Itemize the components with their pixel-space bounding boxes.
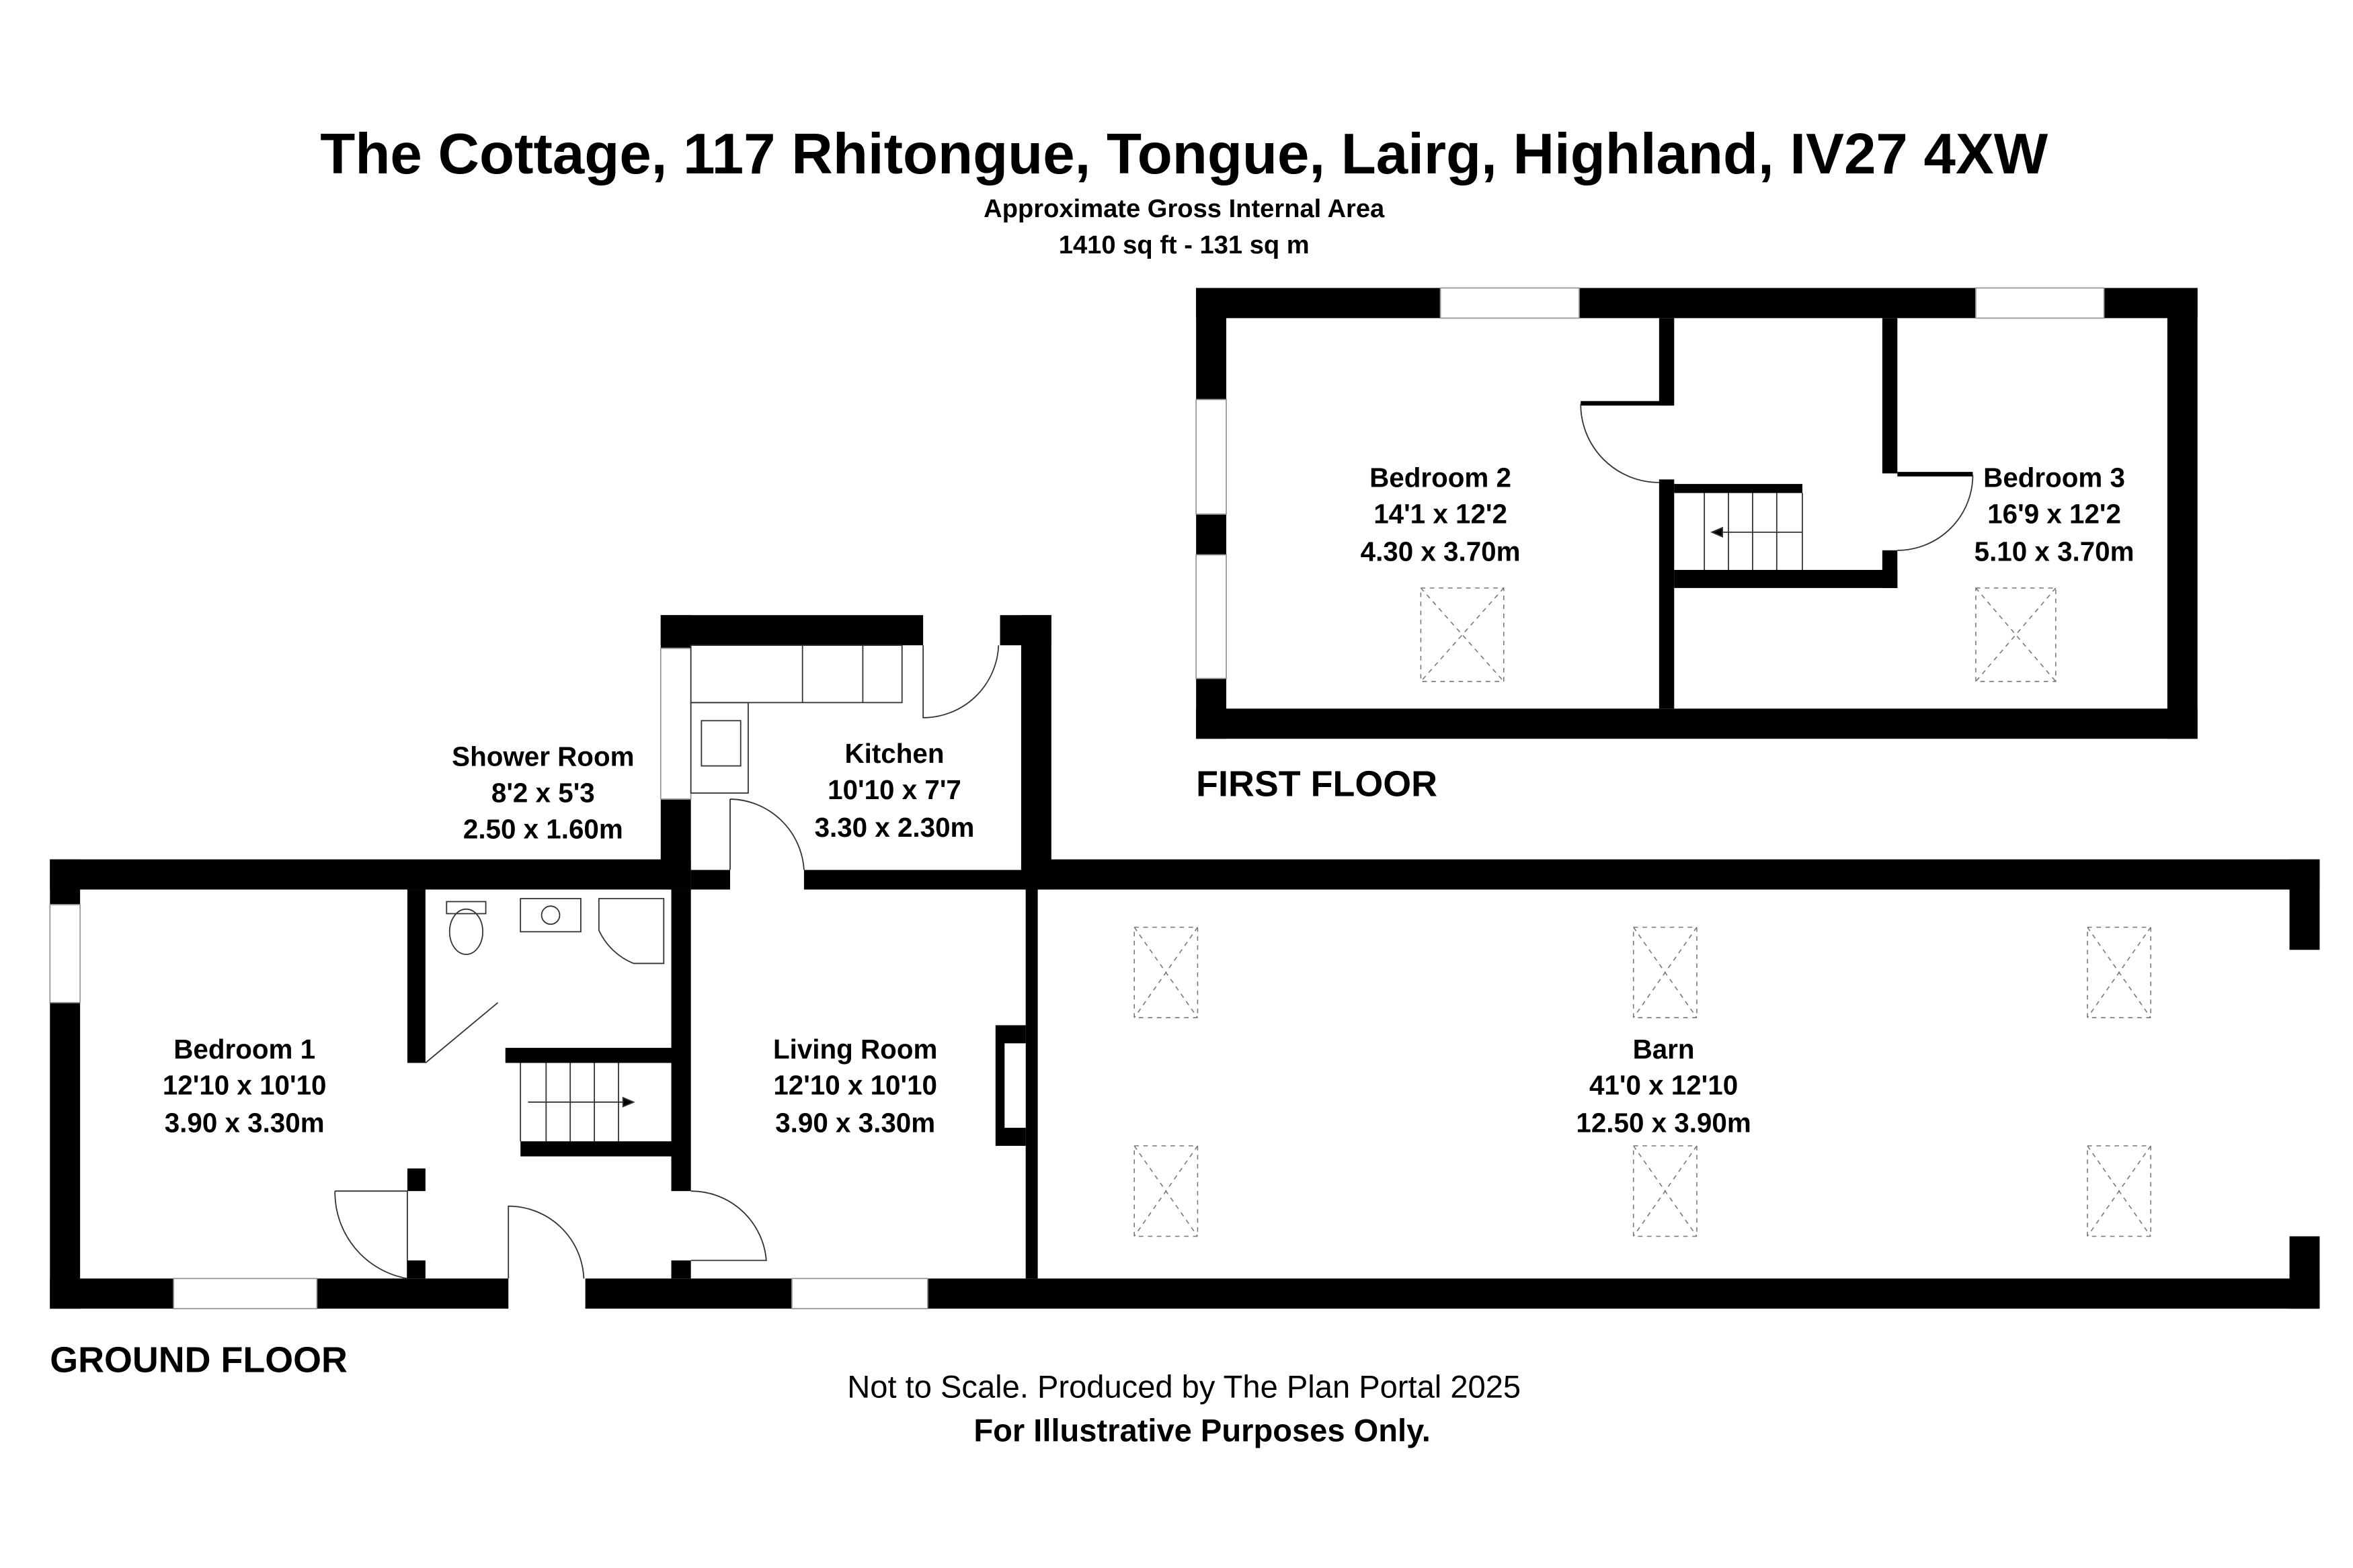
room-kitchen: Kitchen 10'10 x 7'7 3.30 x 2.30m <box>815 738 975 843</box>
skylight <box>1975 587 2057 682</box>
window <box>49 904 81 1003</box>
first-floor-label: FIRST FLOOR <box>1196 764 1437 804</box>
window <box>1195 554 1227 679</box>
room-shower-room: Shower Room 8'2 x 5'3 2.50 x 1.60m <box>452 741 634 845</box>
svg-text:3.90 x 3.30m: 3.90 x 3.30m <box>775 1108 935 1139</box>
kitchen-units <box>690 645 903 794</box>
svg-text:12'10 x 10'10: 12'10 x 10'10 <box>163 1070 327 1101</box>
svg-text:Barn: Barn <box>1633 1034 1695 1065</box>
svg-text:16'9 x 12'2: 16'9 x 12'2 <box>1987 498 2121 529</box>
svg-text:Kitchen: Kitchen <box>845 738 945 769</box>
window <box>173 1278 318 1310</box>
staircase <box>520 1063 635 1142</box>
svg-text:Shower Room: Shower Room <box>452 741 634 772</box>
svg-text:8'2 x 5'3: 8'2 x 5'3 <box>491 777 595 808</box>
svg-text:41'0 x 12'10: 41'0 x 12'10 <box>1589 1070 1738 1101</box>
skylight <box>2087 1145 2151 1237</box>
window <box>1975 287 2105 319</box>
room-bedroom-3: Bedroom 3 16'9 x 12'2 5.10 x 3.70m <box>1975 462 2135 567</box>
skylight <box>1133 1145 1199 1237</box>
skylight <box>1632 926 1698 1018</box>
svg-text:12'10 x 10'10: 12'10 x 10'10 <box>773 1070 937 1101</box>
svg-text:10'10 x 7'7: 10'10 x 7'7 <box>828 774 961 805</box>
window <box>791 1278 928 1310</box>
ground-floor-label: GROUND FLOOR <box>50 1339 348 1380</box>
window <box>1439 287 1580 319</box>
illustrative-note: For Illustrative Purposes Only. <box>973 1413 1431 1448</box>
bathroom-fixtures <box>446 898 665 964</box>
skylight <box>1420 587 1505 682</box>
room-barn: Barn 41'0 x 12'10 12.50 x 3.90m <box>1576 1034 1751 1139</box>
skylight <box>1133 926 1199 1018</box>
svg-text:3.30 x 2.30m: 3.30 x 2.30m <box>815 812 975 843</box>
svg-text:12.50 x 3.90m: 12.50 x 3.90m <box>1576 1108 1751 1139</box>
svg-text:Living Room: Living Room <box>773 1034 937 1065</box>
first-floor-plan: Bedroom 2 14'1 x 12'2 4.30 x 3.70m Bedro… <box>1195 287 2198 804</box>
svg-text:14'1 x 12'2: 14'1 x 12'2 <box>1373 498 1507 529</box>
svg-text:Bedroom 3: Bedroom 3 <box>1983 462 2125 493</box>
svg-text:2.50 x 1.60m: 2.50 x 1.60m <box>463 813 623 844</box>
disclaimer: Not to Scale. Produced by The Plan Porta… <box>847 1369 1521 1405</box>
svg-text:5.10 x 3.70m: 5.10 x 3.70m <box>1975 536 2135 567</box>
window <box>1195 399 1227 515</box>
area-value: 1410 sq ft - 131 sq m <box>1059 231 1310 259</box>
ground-floor-plan: Bedroom 1 12'10 x 10'10 3.90 x 3.30m Sho… <box>49 615 2320 1380</box>
window <box>660 647 692 800</box>
svg-text:Bedroom 2: Bedroom 2 <box>1369 462 1511 493</box>
svg-text:4.30 x 3.70m: 4.30 x 3.70m <box>1361 536 1521 567</box>
room-living-room: Living Room 12'10 x 10'10 3.90 x 3.30m <box>773 1034 937 1139</box>
plan-title: The Cottage, 117 Rhitongue, Tongue, Lair… <box>320 122 2048 186</box>
room-bedroom-1: Bedroom 1 12'10 x 10'10 3.90 x 3.30m <box>163 1034 327 1139</box>
staircase <box>1704 493 1803 570</box>
skylight <box>2087 926 2151 1018</box>
skylight <box>1632 1145 1698 1237</box>
svg-text:Bedroom 1: Bedroom 1 <box>173 1034 315 1065</box>
room-bedroom-2: Bedroom 2 14'1 x 12'2 4.30 x 3.70m <box>1361 462 1521 567</box>
area-label: Approximate Gross Internal Area <box>984 194 1385 223</box>
svg-text:3.90 x 3.30m: 3.90 x 3.30m <box>165 1108 325 1139</box>
